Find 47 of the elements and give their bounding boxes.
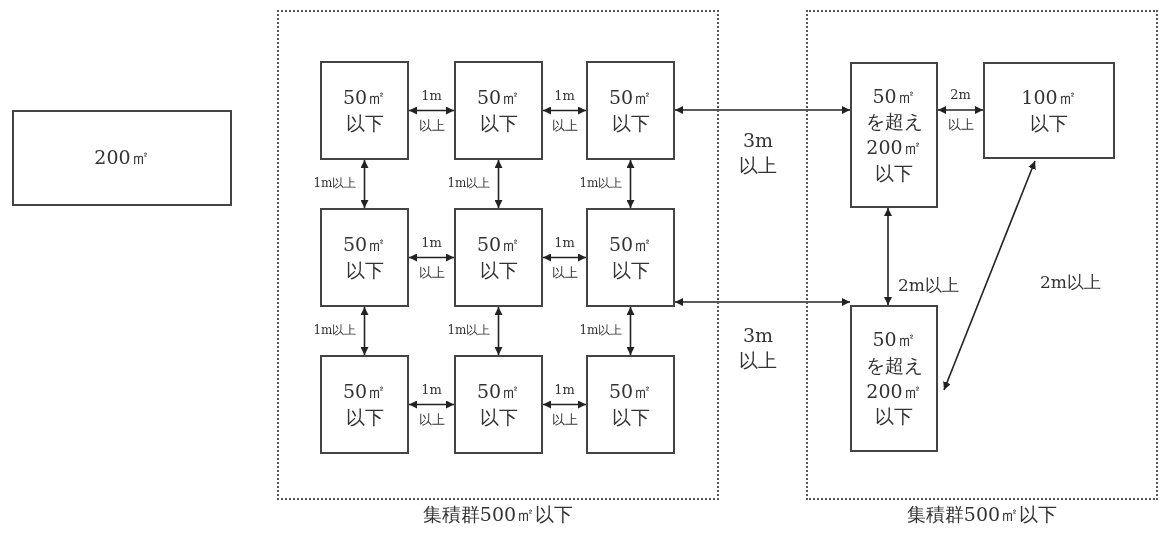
edge-label: 1m以上 bbox=[418, 380, 445, 429]
group-caption: 集積群500㎡以下 bbox=[905, 502, 1059, 527]
area-box: 50㎡以下 bbox=[454, 61, 543, 160]
double-arrow bbox=[674, 298, 851, 306]
edge-label: 1m以上 bbox=[418, 86, 445, 135]
double-arrow bbox=[360, 159, 369, 209]
double-arrow bbox=[937, 106, 984, 114]
area-box: 50㎡を超え200㎡以下 bbox=[850, 305, 938, 452]
double-arrow bbox=[626, 306, 635, 356]
double-arrow bbox=[408, 106, 455, 115]
area-box: 50㎡以下 bbox=[586, 208, 675, 307]
edge-label: 1m以上 bbox=[551, 233, 578, 282]
area-box: 50㎡以下 bbox=[586, 355, 675, 454]
area-box: 50㎡以下 bbox=[454, 355, 543, 454]
edge-label: 1m以上 bbox=[313, 323, 357, 338]
area-box: 100㎡以下 bbox=[983, 62, 1115, 159]
double-arrow bbox=[360, 306, 369, 356]
area-box: 50㎡以下 bbox=[320, 355, 409, 454]
area-box: 50㎡以下 bbox=[586, 61, 675, 160]
area-box: 50㎡以下 bbox=[454, 208, 543, 307]
area-box: 50㎡以下 bbox=[320, 208, 409, 307]
double-arrow bbox=[626, 159, 635, 209]
edge-label: 2m以上 bbox=[898, 275, 959, 296]
double-arrow bbox=[542, 253, 587, 262]
double-arrow bbox=[943, 160, 1036, 391]
edge-label: 1m以上 bbox=[551, 86, 578, 135]
group-caption: 集積群500㎡以下 bbox=[421, 502, 575, 527]
edge-label: 1m以上 bbox=[551, 380, 578, 429]
double-arrow bbox=[542, 400, 587, 409]
area-box: 50㎡以下 bbox=[320, 61, 409, 160]
edge-label: 1m以上 bbox=[418, 233, 445, 282]
area-box: 50㎡を超え200㎡以下 bbox=[850, 62, 938, 208]
edge-label: 1m以上 bbox=[313, 176, 357, 191]
double-arrow bbox=[408, 400, 455, 409]
edge-label: 2m以上 bbox=[1040, 272, 1101, 293]
edge-label: 2m以上 bbox=[947, 86, 974, 134]
area-box: 200㎡ bbox=[12, 110, 232, 206]
edge-label: 1m以上 bbox=[579, 176, 623, 191]
double-arrow bbox=[674, 106, 851, 114]
double-arrow bbox=[494, 306, 503, 356]
double-arrow bbox=[494, 159, 503, 209]
double-arrow bbox=[884, 207, 892, 306]
edge-label: 1m以上 bbox=[447, 323, 491, 338]
edge-label: 1m以上 bbox=[579, 323, 623, 338]
double-arrow bbox=[542, 106, 587, 115]
edge-label: 1m以上 bbox=[447, 176, 491, 191]
double-arrow bbox=[408, 253, 455, 262]
